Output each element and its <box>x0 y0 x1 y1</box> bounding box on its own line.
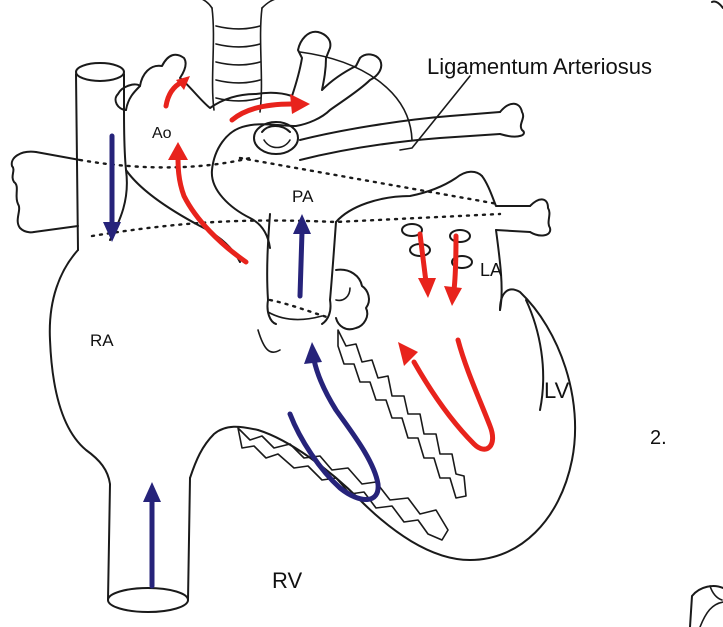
left-atrium <box>336 172 550 310</box>
ao-label: Ao <box>152 125 172 142</box>
red-arrow-pv-right <box>454 236 456 290</box>
red-arrow-arch <box>232 104 292 120</box>
panel-number-label: 2. <box>650 427 667 449</box>
la-label: LA <box>480 260 502 280</box>
ra-label: RA <box>90 331 114 350</box>
ligamentum-arteriosus-label: Ligamentum Arteriosus <box>427 54 652 79</box>
deoxygenated-flow-arrows <box>103 136 378 586</box>
red-arrow-lv-loop <box>414 340 493 449</box>
lv-label: LV <box>544 378 570 403</box>
pa-label: PA <box>292 187 314 206</box>
valve-leaflets <box>336 270 369 330</box>
red-arrow-pv-left <box>420 234 426 282</box>
right-pulmonary-vessel <box>12 152 80 233</box>
blue-arrow-pa <box>300 232 302 296</box>
oxygenated-flow-arrows <box>166 76 493 449</box>
ductus-arteriosus <box>254 122 298 154</box>
left-pulmonary-artery <box>300 76 524 160</box>
next-panel-fragment <box>690 1 723 627</box>
rv-label: RV <box>272 568 302 593</box>
dotted-reference-lines <box>80 158 500 318</box>
red-arrow-ao-upper <box>166 82 182 106</box>
